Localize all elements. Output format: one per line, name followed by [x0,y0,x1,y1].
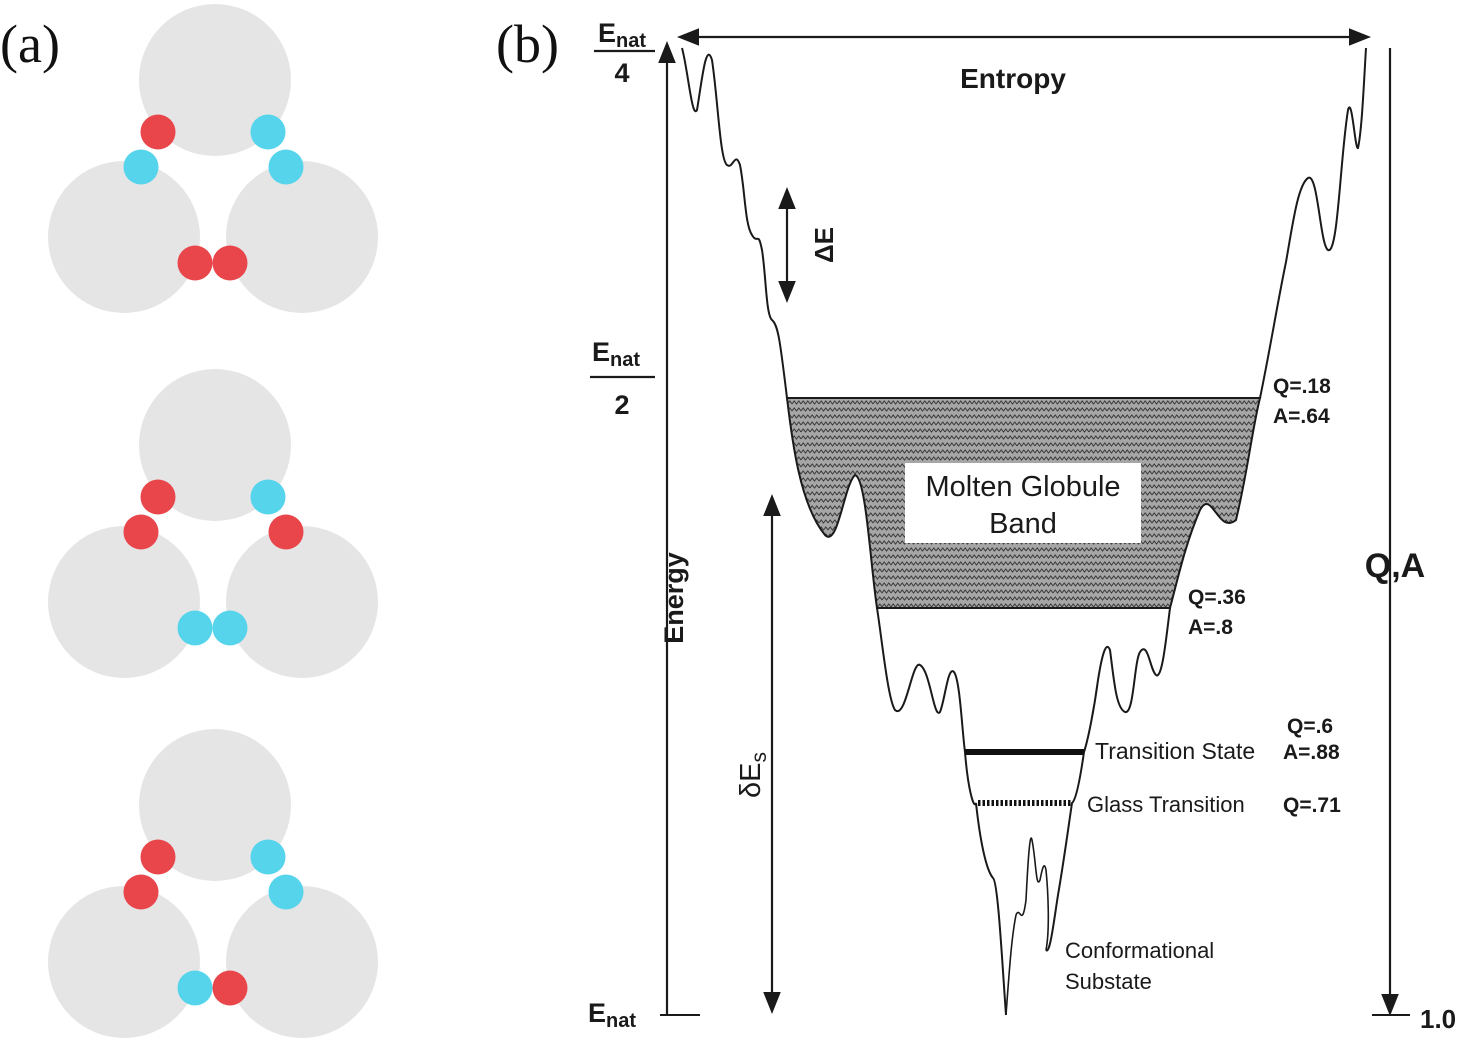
sphere [48,161,200,313]
blue-site [177,970,213,1006]
glass-transition-label: Glass Transition [1087,792,1245,817]
delta-e-label: ΔE [809,227,839,263]
blue-site [268,149,304,185]
sphere [226,886,378,1038]
e-nat-quarter-label: Enat 4 [594,18,655,88]
funnel-bottom-substates [1005,837,1050,1016]
sphere [226,161,378,313]
red-site [123,514,159,550]
sphere [48,526,200,678]
substate-label-line2: Substate [1065,969,1152,994]
e-nat-bottom-label: Enat [588,998,636,1032]
red-site [212,245,248,281]
funnel-lower-right-wall [1045,607,1171,952]
sphere [139,4,291,156]
energy-label: Energy [659,552,689,644]
e-nat-half-label: Enat 2 [590,337,655,420]
red-site [140,479,176,515]
transition-a: A=.88 [1283,741,1340,764]
substate-label-line1: Conformational [1065,938,1214,963]
red-site [123,874,159,910]
band-top-a: A=.64 [1273,405,1330,428]
blue-site [212,610,248,646]
svg-text:Enat: Enat [592,337,640,371]
delta-es-label: δEs [735,752,771,798]
svg-text:4: 4 [614,58,629,88]
transition-q: Q=.6 [1287,715,1333,738]
blue-site [250,839,286,875]
configuration-2 [48,369,378,678]
band-top-q: Q=.18 [1273,375,1331,398]
glass-q: Q=.71 [1283,794,1341,817]
red-site [212,970,248,1006]
band-bottom-a: A=.8 [1188,616,1233,639]
funnel-left-wall [681,47,788,399]
band-title-line2: Band [989,508,1057,540]
panel-b-label: (b) [496,14,559,74]
sphere [48,886,200,1038]
blue-site [250,479,286,515]
sphere [139,369,291,521]
svg-text:2: 2 [614,390,629,420]
red-site [268,514,304,550]
red-site [140,114,176,150]
qa-axis-label: Q,A [1365,547,1425,585]
qa-axis-end-label: 1.0 [1420,1004,1456,1034]
panel-b: Molten Globule Band Enat 4 Enat 2 Enat [588,18,1456,1034]
svg-text:Enat: Enat [598,18,646,52]
sphere [139,729,291,881]
blue-site [123,149,159,185]
red-site [140,839,176,875]
red-site [177,245,213,281]
configuration-3 [48,729,378,1038]
entropy-label: Entropy [960,63,1066,94]
funnel-lower-left-wall [876,607,1007,1016]
funnel-right-wall [1259,47,1367,399]
panel-a-label: (a) [0,14,60,74]
configuration-1 [48,4,378,313]
transition-state-label: Transition State [1095,738,1255,764]
band-bottom-q: Q=.36 [1188,586,1246,609]
sphere [226,526,378,678]
panel-a [48,4,378,1038]
band-title-box [905,463,1141,543]
blue-site [268,874,304,910]
band-title-line1: Molten Globule [925,471,1120,503]
blue-site [177,610,213,646]
blue-site [250,114,286,150]
